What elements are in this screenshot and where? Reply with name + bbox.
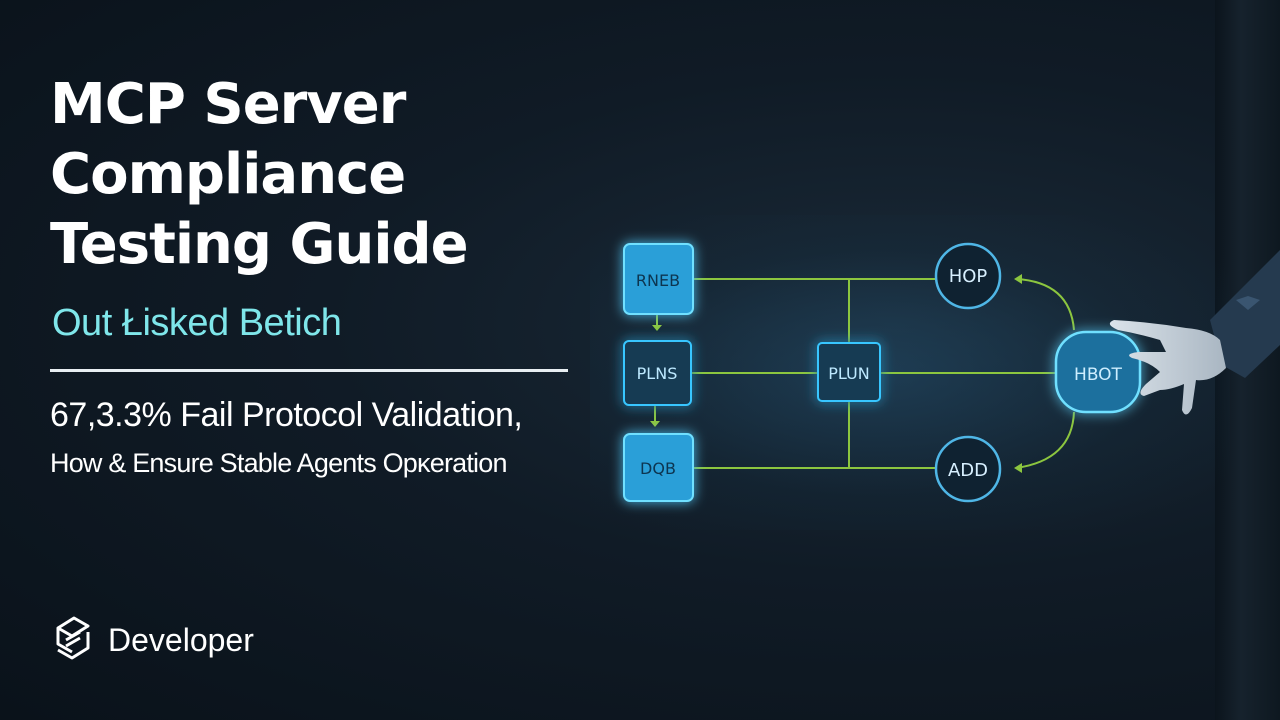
arrowheads bbox=[650, 274, 1022, 473]
developer-logo-icon bbox=[50, 614, 96, 667]
node-add: ADD bbox=[934, 435, 1002, 503]
node-hbot-label: HBOT bbox=[1074, 365, 1123, 385]
node-plun: PLUN bbox=[817, 342, 881, 402]
node-rneb: RNEB bbox=[623, 243, 694, 315]
connector-lines bbox=[654, 278, 1075, 469]
node-plns-label: PLNS bbox=[637, 364, 678, 383]
stat-line: 67,3.3% Fail Protocol Validation, bbox=[50, 396, 523, 434]
connector-hbot-hop bbox=[1015, 278, 1075, 331]
node-plun-label: PLUN bbox=[828, 364, 869, 383]
node-dqb-label: DQB bbox=[640, 459, 676, 478]
subtitle: Out Łisked Betich bbox=[52, 302, 342, 344]
divider bbox=[50, 369, 568, 372]
brand: Developer bbox=[50, 614, 254, 667]
tagline: How & Ensure Stable Agents Opκeration bbox=[50, 448, 507, 478]
hand-illustration bbox=[1109, 250, 1280, 415]
arrowhead-down-1 bbox=[652, 325, 662, 331]
arrowhead-down-2 bbox=[650, 421, 660, 427]
node-hbot: HBOT bbox=[1054, 330, 1142, 414]
node-hop: HOP bbox=[934, 242, 1002, 310]
node-dqb: DQB bbox=[623, 433, 694, 502]
node-hop-label: HOP bbox=[949, 266, 988, 287]
node-plns: PLNS bbox=[623, 340, 692, 406]
page-title: MCP Server Compliance Testing Guide bbox=[50, 72, 469, 277]
arrowhead-left-add bbox=[1014, 463, 1022, 473]
connector-hbot-add bbox=[1015, 411, 1075, 469]
arrowhead-left-hop bbox=[1014, 274, 1022, 284]
brand-label: Developer bbox=[108, 622, 254, 658]
node-add-label: ADD bbox=[948, 460, 988, 481]
node-rneb-label: RNEB bbox=[636, 271, 680, 290]
